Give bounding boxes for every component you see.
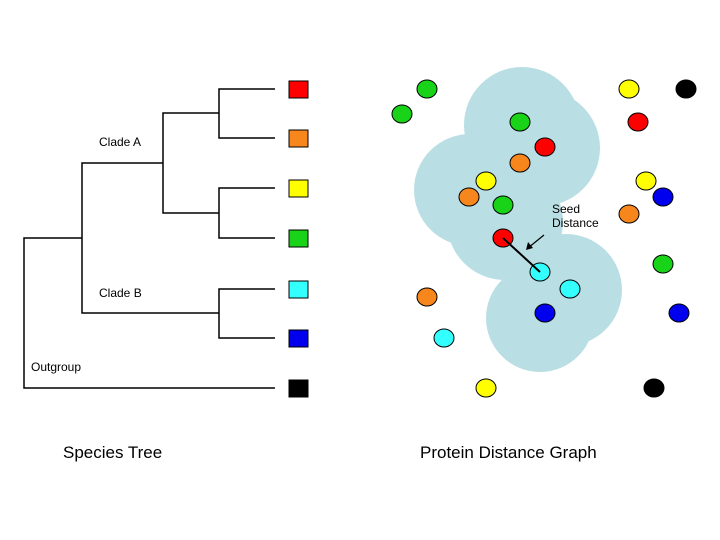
black-protein <box>643 378 665 398</box>
red-protein <box>627 112 649 132</box>
seed-distance-arrowhead <box>526 242 533 250</box>
green-protein <box>509 112 531 132</box>
clade-a-label: Clade A <box>99 135 141 149</box>
yellow-protein <box>475 171 497 191</box>
blue-protein <box>534 303 556 323</box>
black-leaf <box>288 379 309 398</box>
clade-b-label: Clade B <box>99 286 142 300</box>
tree-branch <box>23 237 275 389</box>
species-leaves <box>288 80 309 398</box>
orange-protein <box>416 287 438 307</box>
blue-leaf <box>288 329 309 348</box>
species-tree-caption: Species Tree <box>63 443 162 462</box>
outgroup-label: Outgroup <box>31 360 81 374</box>
green-protein <box>416 79 438 99</box>
red-leaf <box>288 80 309 99</box>
yellow-protein <box>618 79 640 99</box>
yellow-protein <box>635 171 657 191</box>
seed-label-line2: Distance <box>552 216 599 230</box>
cyan-protein <box>559 279 581 299</box>
tree-branch <box>218 288 275 339</box>
yellow-leaf <box>288 179 309 198</box>
protein-nodes <box>391 79 697 398</box>
blue-protein <box>652 187 674 207</box>
tree-branch <box>218 187 275 239</box>
orange-protein <box>509 153 531 173</box>
orange-protein <box>618 204 640 224</box>
black-protein <box>675 79 697 99</box>
red-protein <box>534 137 556 157</box>
tree-branch <box>218 88 275 139</box>
seed-label-line1: Seed <box>552 202 580 216</box>
green-protein <box>492 195 514 215</box>
seed-distance-edge <box>502 237 541 273</box>
blue-protein <box>668 303 690 323</box>
species-tree <box>23 88 275 389</box>
green-leaf <box>288 229 309 248</box>
orange-protein <box>458 187 480 207</box>
cyan-leaf <box>288 280 309 299</box>
yellow-protein <box>475 378 497 398</box>
green-protein <box>652 254 674 274</box>
tree-branch <box>162 112 219 214</box>
orange-leaf <box>288 129 309 148</box>
green-protein <box>391 104 413 124</box>
protein-graph-caption: Protein Distance Graph <box>420 443 597 462</box>
cyan-protein <box>433 328 455 348</box>
